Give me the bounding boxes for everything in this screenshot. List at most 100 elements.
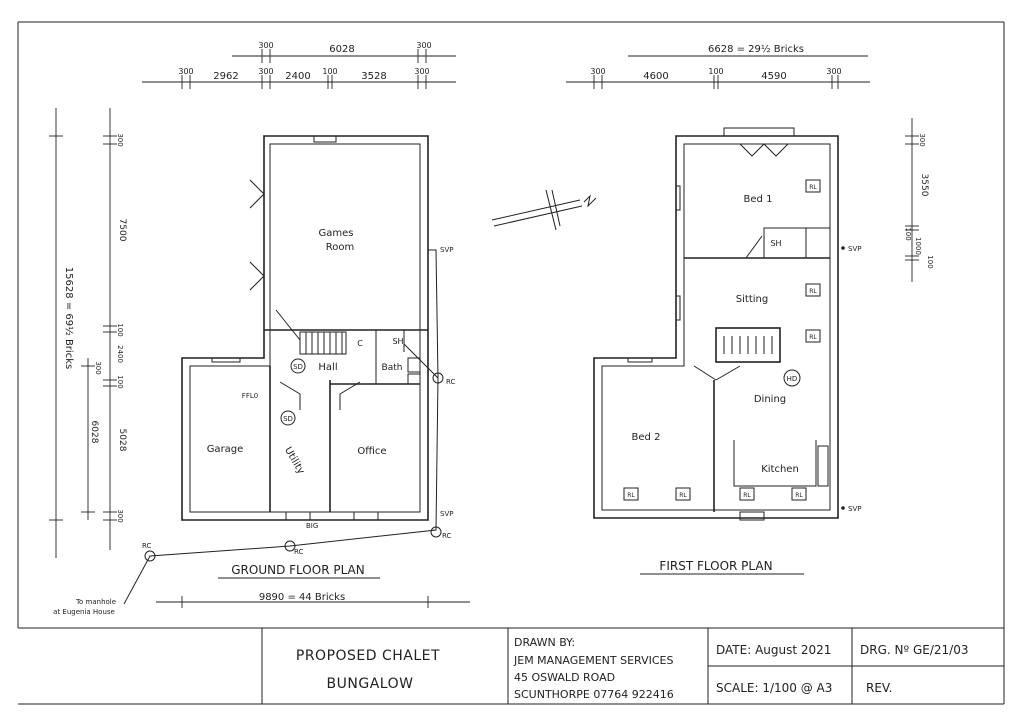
ff-walls bbox=[593, 127, 839, 521]
gf-dim-left-7: 5028 bbox=[117, 429, 127, 452]
roof-light-icon bbox=[791, 487, 807, 501]
roof-light-icon bbox=[623, 487, 639, 501]
title-block: PROPOSED CHALET BUNGALOW DRAWN BY: JEM M… bbox=[261, 628, 1004, 704]
rc-label-3: RC bbox=[142, 542, 152, 550]
ffl-label: FFL0 bbox=[242, 392, 258, 400]
first-floor-plan: 6628 = 29½ Bricks 300 4600 100 4590 300 … bbox=[566, 43, 934, 575]
svp-marker-icon bbox=[841, 246, 845, 250]
big-label: BIG bbox=[306, 522, 318, 530]
hd-label: HD bbox=[787, 375, 798, 383]
rc-label-2: RC bbox=[294, 548, 304, 556]
gf-dim-top2-5: 3528 bbox=[361, 71, 386, 82]
gf-dimension-bottom: 9890 = 44 Bricks bbox=[156, 592, 470, 608]
ff-dimension-top: 6628 = 29½ Bricks 300 4600 100 4590 300 bbox=[566, 43, 870, 89]
smoke-detector-icon bbox=[290, 358, 306, 374]
gf-dim-left-5: 100 bbox=[116, 375, 124, 388]
rl-label-4: RL bbox=[679, 492, 687, 499]
project-title-line2: BUNGALOW bbox=[327, 676, 414, 692]
ff-roof-lights: RL RL RL RL RL RL RL bbox=[623, 179, 821, 501]
drawn-by-company: JEM MANAGEMENT SERVICES bbox=[513, 654, 673, 667]
cupboard-label: C bbox=[357, 339, 363, 348]
gf-svp-top-label: SVP bbox=[440, 246, 453, 254]
rl-label-0: RL bbox=[809, 184, 817, 191]
ff-room-labels: Bed 1 Bed 2 Sitting Dining Kitchen SH bbox=[632, 194, 799, 475]
revision-field: REV. bbox=[866, 681, 892, 695]
ff-dim-right-1: 3550 bbox=[919, 174, 929, 197]
ff-dim-top2-4: 300 bbox=[826, 67, 841, 76]
roof-light-icon bbox=[805, 179, 821, 193]
ff-svp-bottom-label: SVP bbox=[848, 505, 861, 513]
north-arrow-icon bbox=[491, 189, 597, 231]
roof-light-icon bbox=[805, 283, 821, 297]
gf-plan-title: GROUND FLOOR PLAN bbox=[231, 563, 364, 577]
sd-label-0: SD bbox=[293, 363, 303, 371]
gf-dim-left-8: 300 bbox=[116, 509, 124, 522]
games-room-label-2: Room bbox=[326, 242, 354, 253]
gf-drainage: SVP SVP RC RC RC RC BIG To manhole at Eu… bbox=[53, 246, 455, 616]
gf-dimension-top-row2: 300 2962 300 2400 100 3528 300 bbox=[142, 67, 456, 89]
ff-dim-right-3: 1000 bbox=[914, 237, 922, 255]
hall-label: Hall bbox=[318, 362, 337, 373]
sd-label-1: SD bbox=[283, 415, 293, 423]
gf-room-labels: Games Room Hall Bath SH C Garage Utility… bbox=[207, 228, 404, 476]
rainwater-connection-icon bbox=[284, 540, 296, 552]
rc-label-0: RC bbox=[446, 378, 456, 386]
ff-dim-top2-2: 100 bbox=[708, 67, 723, 76]
gf-dim-left-3: 2400 bbox=[116, 345, 124, 363]
ff-dim-right-4: 100 bbox=[926, 255, 934, 268]
rc-label-1: RC bbox=[442, 532, 452, 540]
gf-dim-top2-2: 300 bbox=[258, 67, 273, 76]
manhole-label-1: To manhole bbox=[75, 598, 116, 606]
gf-dim-left-1: 7500 bbox=[117, 219, 127, 242]
gf-smoke-detectors: SD SD bbox=[280, 358, 306, 426]
bed2-label: Bed 2 bbox=[632, 432, 661, 443]
rl-label-3: RL bbox=[627, 492, 635, 499]
scale-field: SCALE: 1/100 @ A3 bbox=[716, 681, 832, 695]
ground-floor-plan: 300 6028 300 300 2962 300 2400 100 3528 … bbox=[49, 41, 470, 616]
utility-label: Utility bbox=[282, 445, 306, 476]
gf-dim-top2-3: 2400 bbox=[285, 71, 310, 82]
ff-dim-top2-0: 300 bbox=[590, 67, 605, 76]
drawn-by-town-phone: SCUNTHORPE 07764 922416 bbox=[514, 688, 674, 701]
garage-label: Garage bbox=[207, 444, 244, 455]
drawn-by-address: 45 OSWALD ROAD bbox=[514, 671, 615, 684]
gf-dim-top2-0: 300 bbox=[178, 67, 193, 76]
gf-dim-top1-2: 300 bbox=[416, 41, 431, 50]
rainwater-connection-icon bbox=[144, 550, 156, 562]
roof-light-icon bbox=[805, 329, 821, 343]
roof-light-icon bbox=[739, 487, 755, 501]
ff-svp-top-label: SVP bbox=[848, 245, 861, 253]
gf-dim-left-2: 100 bbox=[116, 323, 124, 336]
ff-dim-right-2: 100 bbox=[904, 227, 912, 240]
sitting-label: Sitting bbox=[736, 294, 768, 305]
gf-walls bbox=[181, 135, 429, 521]
gf-dim-top1-0: 300 bbox=[258, 41, 273, 50]
rainwater-connection-icon bbox=[432, 372, 444, 384]
drawing-number-field: DRG. Nº GE/21/03 bbox=[860, 643, 968, 657]
rainwater-connection-icon bbox=[430, 526, 442, 538]
rl-label-1: RL bbox=[809, 288, 817, 295]
bed1-label: Bed 1 bbox=[744, 194, 773, 205]
gf-dimension-left: 15628 = 69½ Bricks 300 7500 100 2400 300… bbox=[49, 108, 127, 558]
kitchen-label: Kitchen bbox=[761, 464, 799, 475]
svp-marker-icon bbox=[841, 506, 845, 510]
gf-dim-left-0: 300 bbox=[116, 133, 124, 146]
ff-dim-top2-1: 4600 bbox=[643, 71, 668, 82]
office-label: Office bbox=[357, 446, 386, 457]
ff-dim-top2-3: 4590 bbox=[761, 71, 786, 82]
ff-dim-top1: 6628 = 29½ Bricks bbox=[708, 43, 804, 55]
bath-label: Bath bbox=[382, 363, 403, 373]
gf-dim-left-6: 6028 bbox=[89, 421, 99, 444]
smoke-detector-icon bbox=[280, 410, 296, 426]
games-room-label-1: Games bbox=[319, 228, 354, 239]
ff-dimension-right: 300 3550 100 1000 100 bbox=[904, 118, 934, 282]
ff-plan-title: FIRST FLOOR PLAN bbox=[659, 559, 772, 573]
rl-label-6: RL bbox=[795, 492, 803, 499]
dining-label: Dining bbox=[754, 394, 786, 405]
rl-label-5: RL bbox=[743, 492, 751, 499]
sheet-border bbox=[17, 21, 1005, 705]
ff-dim-right-0: 300 bbox=[918, 133, 926, 146]
ff-sh-label: SH bbox=[770, 239, 781, 248]
gf-dim-left-4: 300 bbox=[94, 361, 102, 374]
